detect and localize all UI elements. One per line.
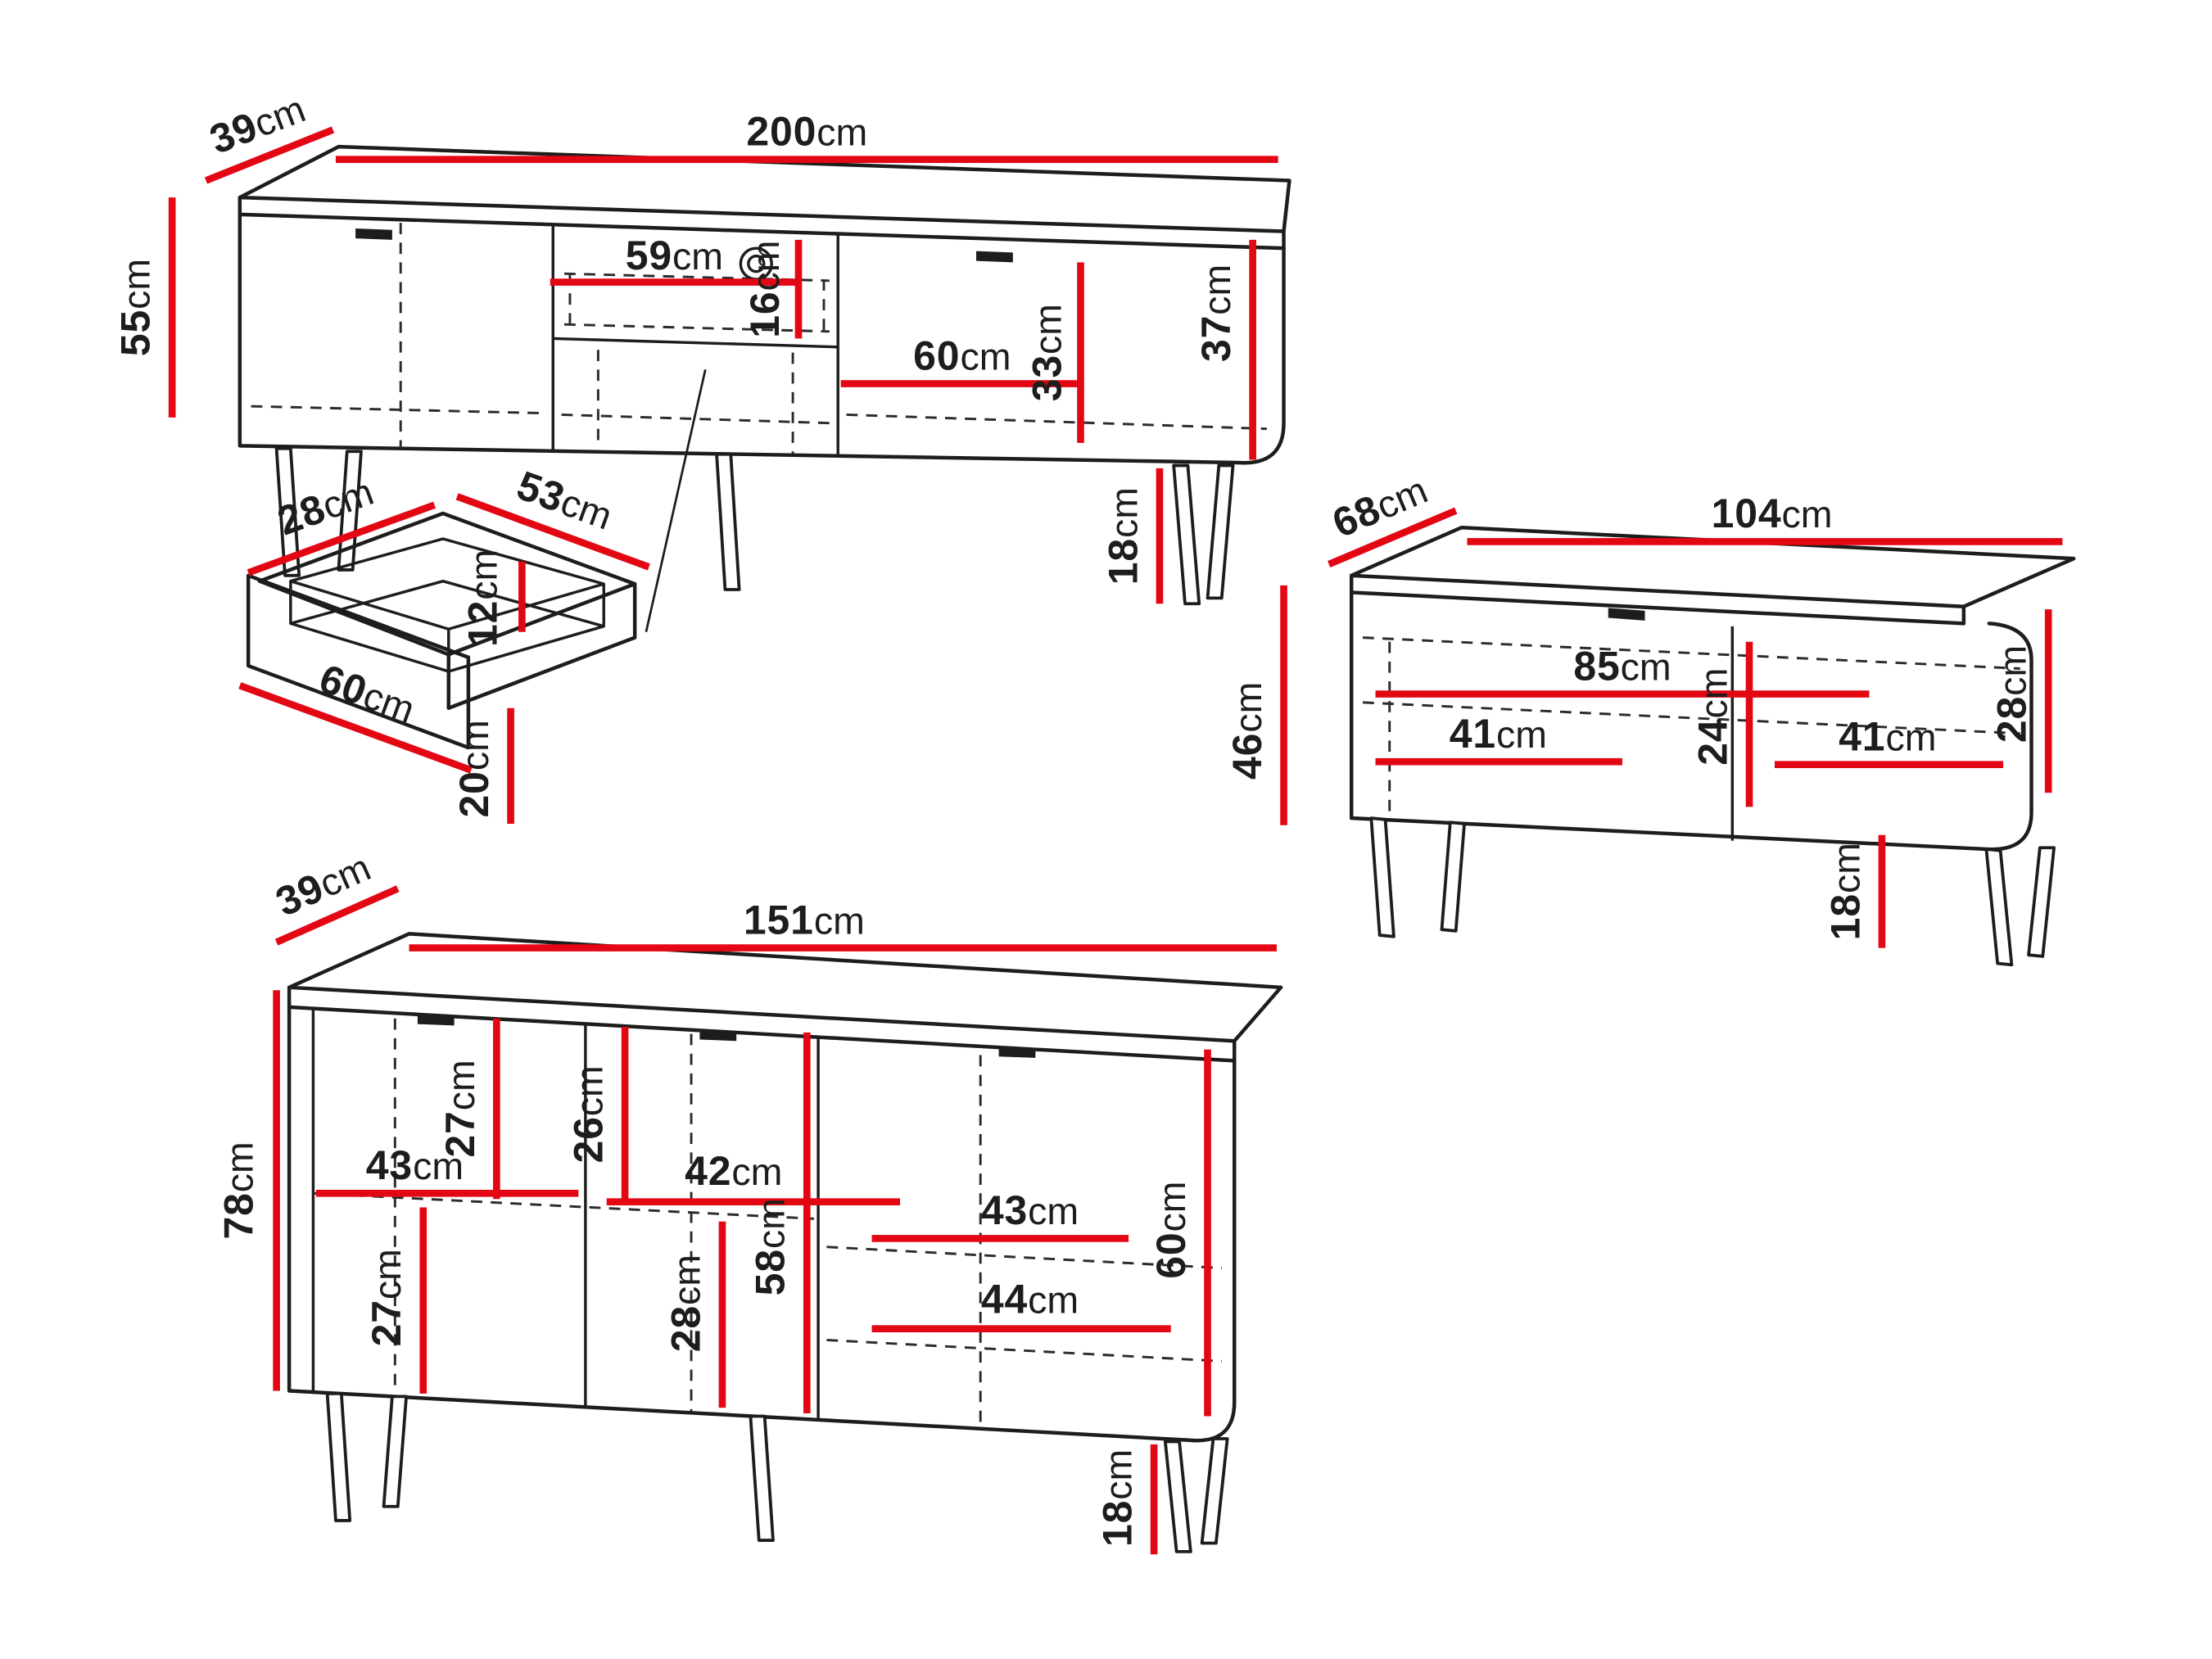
tv-left-door-handle [355, 228, 392, 240]
sideboard-leg [1200, 1437, 1229, 1545]
coffee-leg-height-label: 18cm [1822, 843, 1868, 940]
coffee-table-drawing: 68cm 104cm 46cm 85cm 41cm 24cm 41cm 28cm… [1224, 466, 2076, 967]
tv-leg [1206, 463, 1235, 600]
drawer-callout-leader-line [645, 369, 707, 633]
coffee-table-outline [1349, 526, 2076, 967]
coffee-depth-line [1327, 507, 1458, 567]
tv-stand-drawing: 39cm 200cm 55cm 59cm 16cm 60cm 33cm 37cm… [113, 85, 1291, 633]
sideboard-middle-inner-height-label: 58cm [748, 1198, 794, 1295]
coffee-depth-label: 68cm [1326, 466, 1434, 546]
drawer-width-label: 53cm [511, 462, 618, 538]
sideboard-depth-line [274, 885, 400, 946]
tv-leg [715, 452, 741, 591]
sideboard-right-inner-height-label: 60cm [1148, 1181, 1194, 1278]
sideboard-upper-middle-height-label: 26cm [566, 1065, 612, 1163]
tv-stand-dimensions: 39cm 200cm 55cm 59cm 16cm 60cm 33cm 37cm… [113, 85, 1278, 604]
coffee-side-height-label: 28cm [1989, 645, 2035, 743]
tv-compartment-height-label: 33cm [1024, 304, 1070, 401]
drawer-drawing: 28cm 53cm 12cm 60cm 20cm [238, 462, 650, 824]
sideboard-handle [699, 1029, 737, 1042]
drawer-inner-height-label: 12cm [459, 549, 505, 647]
sideboard-leg [382, 1395, 408, 1508]
coffee-inner-height-label: 24cm [1690, 667, 1735, 765]
sideboard-right-upper-width-label: 43cm [981, 1187, 1079, 1233]
cable-grommet-inner-icon [747, 254, 766, 273]
sideboard-depth-label: 39cm [269, 843, 378, 925]
sideboard-handle [998, 1046, 1036, 1058]
drawer-depth-line [247, 501, 437, 576]
sideboard-leg-height-label: 18cm [1095, 1449, 1141, 1547]
coffee-inner-width-label: 85cm [1573, 643, 1671, 689]
drawer-width-line [455, 493, 650, 571]
sideboard-lower-middle-height-label: 28cm [663, 1254, 708, 1352]
sideboard-outline [287, 932, 1283, 1553]
tv-right-door-handle [976, 251, 1013, 263]
coffee-table-leg [2027, 846, 2056, 958]
sideboard-dimensions: 39cm 151cm 78cm 27cm 26cm 43cm 42cm 58cm… [215, 843, 1277, 1555]
coffee-table-leg [1369, 816, 1396, 938]
sideboard-leg [749, 1414, 775, 1542]
sideboard-drawing: 39cm 151cm 78cm 27cm 26cm 43cm 42cm 58cm… [215, 843, 1283, 1555]
sideboard-middle-width-label: 42cm [685, 1148, 782, 1194]
tv-niche-height-label: 16cm [742, 240, 788, 337]
drawer-outline [246, 511, 637, 750]
coffee-height-label: 46cm [1224, 682, 1270, 780]
tv-leg-height-label: 18cm [1100, 487, 1146, 585]
sideboard-leg [1163, 1440, 1192, 1553]
tv-shelf-width-label: 60cm [913, 332, 1011, 378]
tv-depth-line [204, 126, 335, 184]
coffee-table-leg [1984, 848, 2014, 967]
drawer-front-width-line [238, 682, 473, 774]
coffee-table-leg [1440, 820, 1466, 933]
tv-height-label: 55cm [113, 259, 159, 356]
sideboard-handle [417, 1014, 455, 1026]
drawer-dimensions: 28cm 53cm 12cm 60cm 20cm [238, 462, 650, 824]
sideboard-width-label: 151cm [744, 897, 865, 943]
tv-width-label: 200cm [746, 108, 867, 154]
coffee-right-width-label: 41cm [1839, 713, 1936, 759]
sideboard-left-width-label: 43cm [366, 1142, 464, 1188]
drawer-front-height-label: 20cm [451, 720, 497, 817]
sideboard-right-lower-width-label: 44cm [981, 1277, 1079, 1322]
sideboard-leg [325, 1392, 352, 1522]
tv-depth-label: 39cm [204, 85, 311, 163]
tv-leg [1172, 463, 1201, 606]
tv-side-height-label: 37cm [1193, 264, 1239, 362]
coffee-left-width-label: 41cm [1450, 711, 1547, 757]
coffee-table-handle [1608, 608, 1645, 621]
coffee-width-label: 104cm [1712, 490, 1833, 536]
sideboard-lower-left-height-label: 27cm [364, 1249, 409, 1346]
tv-stand-outline [237, 144, 1291, 633]
tv-niche-width-label: 59cm [626, 233, 723, 278]
tv-leg [274, 446, 301, 577]
sideboard-height-label: 78cm [215, 1141, 261, 1239]
sideboard-upper-left-height-label: 27cm [437, 1060, 483, 1157]
